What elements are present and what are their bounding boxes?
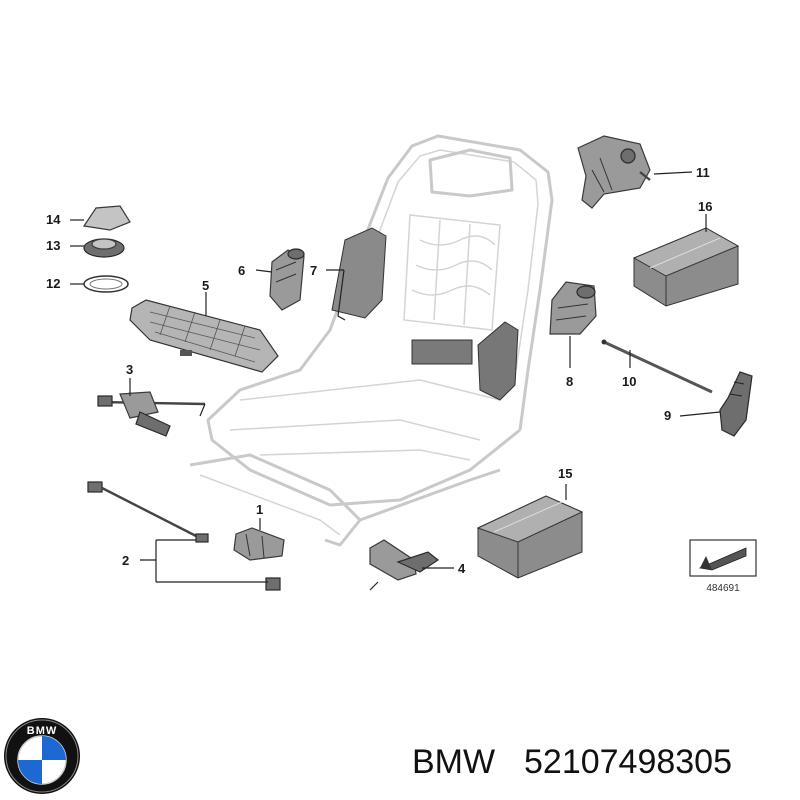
- part-10-rod: [601, 339, 713, 394]
- callout-labels: 14 13 12 5 3 6 7 11 16 8 10 9 15 1 2 4: [46, 165, 712, 576]
- reference-number: 484691: [706, 583, 740, 594]
- callout-6: 6: [238, 263, 245, 278]
- callout-10: 10: [622, 374, 636, 389]
- callout-1: 1: [256, 502, 263, 517]
- part-12-ring: [83, 275, 129, 293]
- part-5-seat-mat: [129, 299, 279, 373]
- part-13-grommet: [83, 238, 125, 258]
- seat-frame-illustration: [189, 134, 554, 547]
- callout-13: 13: [46, 238, 60, 253]
- callout-7: 7: [310, 263, 317, 278]
- brand-name: BMW: [412, 743, 495, 781]
- part-11-bracket: [577, 135, 651, 209]
- logo-lettering: BMW: [27, 725, 58, 737]
- callout-5: 5: [202, 278, 209, 293]
- part-14-cover-cap: [82, 205, 131, 231]
- callout-8: 8: [566, 374, 573, 389]
- callout-3: 3: [126, 362, 133, 377]
- callout-4: 4: [458, 561, 466, 576]
- part-15-box: [476, 495, 584, 579]
- part-6-motor: [269, 248, 305, 311]
- part-1-actuator: [233, 527, 285, 561]
- callout-2: 2: [122, 553, 129, 568]
- part-16-box: [632, 227, 740, 307]
- callout-11: 11: [696, 165, 710, 180]
- callout-15: 15: [558, 466, 572, 481]
- part-3-drive-motor: [97, 391, 206, 437]
- recline-mechanism: [411, 339, 473, 365]
- part-9-handle: [719, 371, 753, 437]
- callout-9: 9: [664, 408, 671, 423]
- callout-16: 16: [698, 199, 712, 214]
- part-8-motor: [549, 281, 597, 335]
- reference-box: 484691: [689, 539, 757, 594]
- callout-14: 14: [46, 212, 61, 227]
- callout-12: 12: [46, 276, 60, 291]
- part-4-motor: [369, 539, 440, 591]
- part-2-cable-harness: [87, 481, 281, 591]
- leader-lines: [70, 171, 721, 583]
- bmw-logo: BMW: [4, 718, 80, 794]
- part-number: 52107498305: [524, 743, 732, 781]
